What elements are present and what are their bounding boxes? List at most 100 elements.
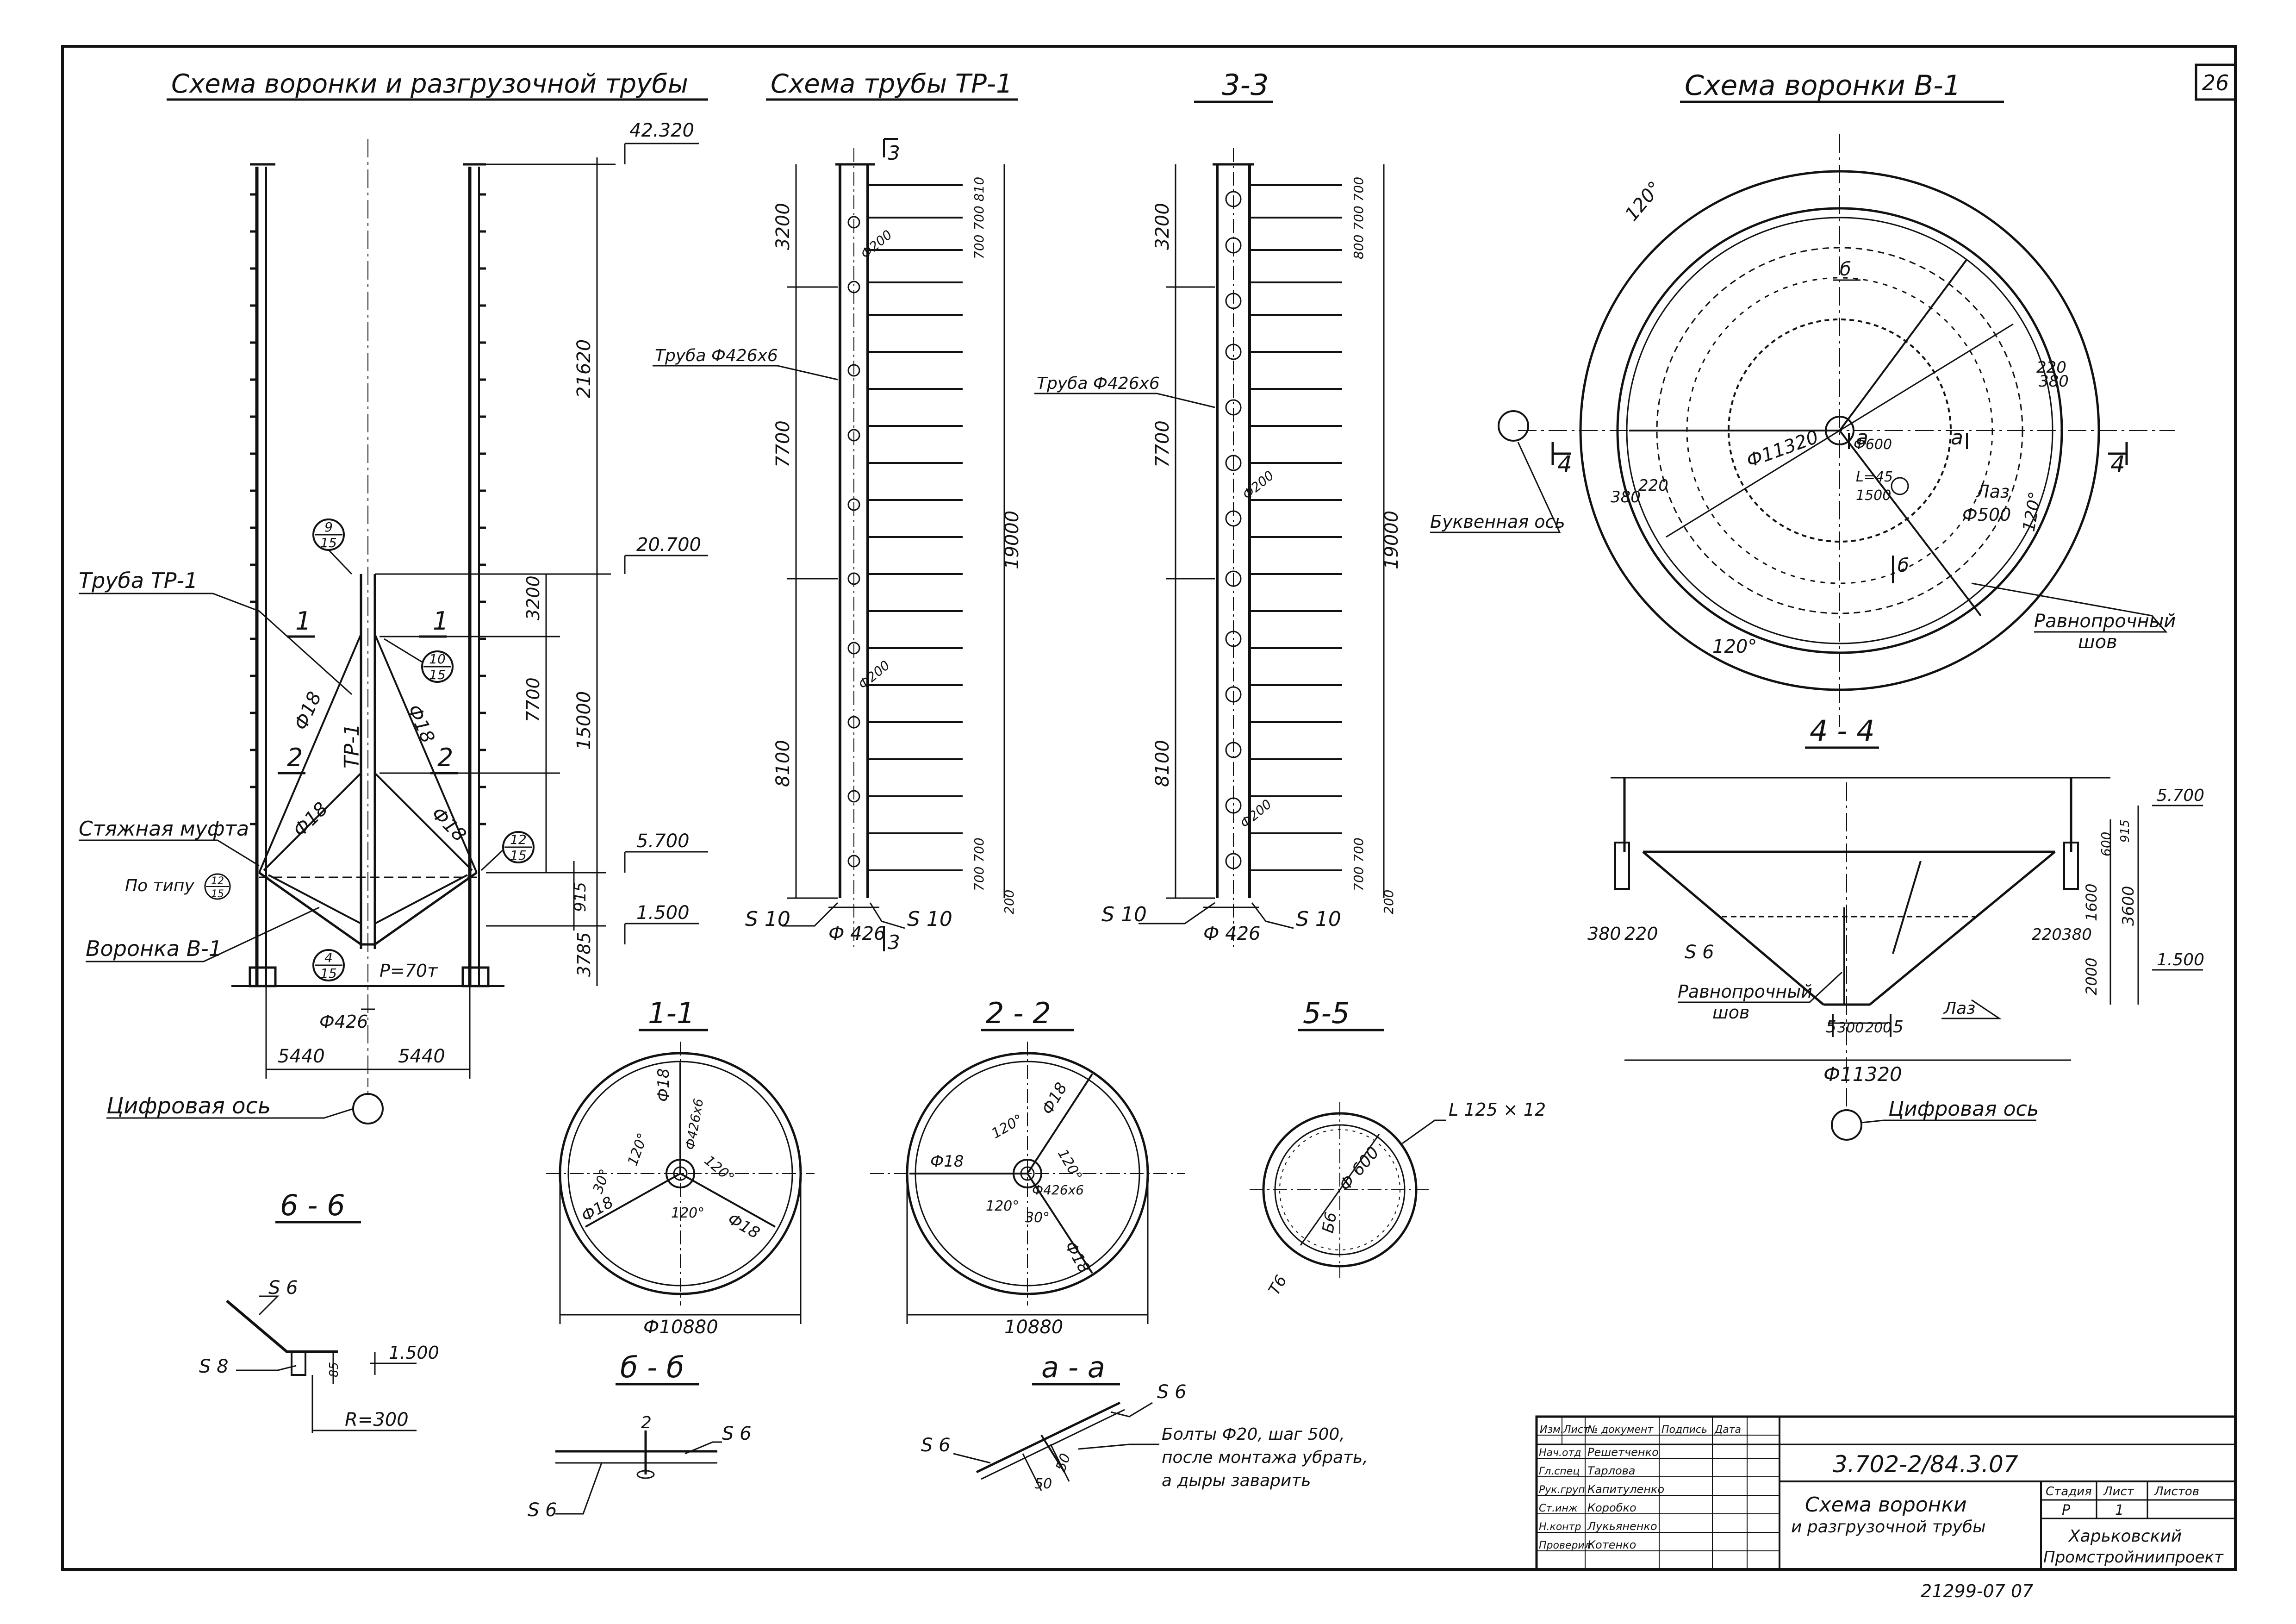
svg-text:S 6: S 6 <box>1685 942 1714 963</box>
tr1-dim-19000: 19000 <box>1002 511 1023 569</box>
svg-text:220: 220 <box>2032 925 2062 944</box>
elev-5700: 5.700 <box>636 831 690 852</box>
callout-10-15: 10 15 <box>384 638 454 683</box>
tr1-pipe-label: Труба Ф426х6 <box>655 346 778 365</box>
svg-text:10880: 10880 <box>1004 1317 1063 1338</box>
svg-text:700 700: 700 700 <box>971 837 987 891</box>
svg-text:Ф426х6: Ф426х6 <box>682 1097 706 1151</box>
svg-text:Ст.инж: Ст.инж <box>1539 1503 1578 1514</box>
svg-text:ТР-1: ТР-1 <box>340 724 364 768</box>
tr1-dim-spacing: 700 700 810 <box>971 177 987 259</box>
s33-s10-left: S 10 <box>1101 903 1147 926</box>
dim-7700: 7700 <box>523 677 543 722</box>
title-section-55: 5-5 <box>1303 996 1350 1030</box>
dim-5440-left: 5440 <box>278 1046 325 1067</box>
sheet-number: 26 <box>2202 70 2229 95</box>
pipe-dia: Ф426 <box>319 1012 368 1032</box>
svg-text:15: 15 <box>320 535 337 550</box>
label-pipe-tr1: Труба ТР-1 <box>79 568 198 593</box>
svg-text:30°: 30° <box>1025 1210 1050 1226</box>
main-view: 1 1 2 2 Ф18 Ф18 Ф18 Ф18 ТР-1 9 15 10 15 <box>79 120 708 1124</box>
section-66-view: 6 - 6 S 6 S 8 85 1.500 R=300 <box>199 1188 439 1433</box>
svg-text:R=300: R=300 <box>345 1409 409 1430</box>
svg-text:S 6: S 6 <box>1157 1381 1187 1403</box>
elev-1500: 1.500 <box>636 902 690 924</box>
title-section-66: 6 - 6 <box>280 1188 345 1222</box>
section-44-view: 4 - 4 1600 2000 3600 600 915 5.700 1.500… <box>1587 714 2204 1141</box>
svg-text:Лаз: Лаз <box>1975 481 2010 502</box>
svg-text:S 6: S 6 <box>921 1435 951 1456</box>
svg-text:Ф18: Ф18 <box>654 1068 673 1102</box>
svg-text:а: а <box>1856 426 1868 450</box>
callout-4-15: 4 15 <box>312 949 345 981</box>
svg-text:Т6: Т6 <box>1265 1272 1291 1299</box>
svg-text:шов: шов <box>2078 631 2117 653</box>
svg-text:1500: 1500 <box>1856 487 1891 504</box>
svg-text:Лукьяненко: Лукьяненко <box>1587 1520 1657 1533</box>
svg-text:5.700: 5.700 <box>2157 786 2204 805</box>
s33-dim-8100: 8100 <box>1152 740 1173 787</box>
svg-text:3: 3 <box>888 142 900 164</box>
svg-text:Ф600: Ф600 <box>1854 437 1892 453</box>
svg-text:Ф200: Ф200 <box>858 227 895 262</box>
svg-text:915: 915 <box>2118 819 2132 843</box>
section-bb-view: б - б 2 S 6 S 6 <box>528 1350 752 1521</box>
svg-text:S 6: S 6 <box>528 1499 557 1521</box>
label-funnel: Воронка В-1 <box>86 936 222 961</box>
svg-text:600: 600 <box>2098 832 2114 856</box>
svg-text:120°: 120° <box>1621 177 1666 225</box>
svg-text:Ф18: Ф18 <box>427 803 470 846</box>
svg-text:12: 12 <box>211 875 224 887</box>
svg-text:Ф18: Ф18 <box>1038 1080 1071 1118</box>
svg-text:Ф18: Ф18 <box>403 701 439 746</box>
funnel-v1-plan: 120° 120° 120° 220 380 380 220 Ф11320 Ф6… <box>1430 134 2176 727</box>
svg-text:15: 15 <box>211 888 224 900</box>
svg-text:S 6: S 6 <box>268 1277 298 1299</box>
svg-text:Рук.груп: Рук.груп <box>1539 1484 1585 1496</box>
label-coupling: Стяжная муфта <box>79 817 249 841</box>
title-section-11: 1-1 <box>648 996 695 1030</box>
svg-text:15: 15 <box>320 966 337 981</box>
sheet-frame <box>61 45 2237 1571</box>
svg-text:200: 200 <box>1002 890 1017 914</box>
cut-2-right: 2 <box>437 743 453 772</box>
svg-text:120°: 120° <box>625 1131 652 1168</box>
svg-text:Ф500: Ф500 <box>1962 505 2011 525</box>
svg-text:120°: 120° <box>701 1152 737 1186</box>
svg-text:1.500: 1.500 <box>2157 950 2204 969</box>
svg-text:15: 15 <box>429 667 446 682</box>
section-33-view: 3200 7700 8100 19000 800 700 700 700 700… <box>1034 148 1402 949</box>
svg-text:Ф18: Ф18 <box>290 688 326 733</box>
dim-3785: 3785 <box>574 932 594 977</box>
cut-2-left: 2 <box>287 743 303 772</box>
svg-text:№ документ: № документ <box>1587 1424 1654 1436</box>
svg-text:Ф200: Ф200 <box>1239 468 1277 502</box>
section-11-view: 1-1 Ф18 Ф18 Ф18 120° 120° 120° 30° Ф426х… <box>546 996 815 1338</box>
load-label: Р=70т <box>380 961 438 981</box>
svg-text:220: 220 <box>1624 924 1658 944</box>
tr1-dim-7700: 7700 <box>772 420 794 468</box>
svg-text:1.500: 1.500 <box>389 1343 439 1363</box>
s33-dia: Ф 426 <box>1203 923 1261 944</box>
svg-text:Ф11320: Ф11320 <box>1823 1063 1902 1086</box>
dim-5440-right: 5440 <box>398 1046 445 1067</box>
elev-top: 42.320 <box>629 120 694 141</box>
svg-text:Лаз: Лаз <box>1943 999 1975 1018</box>
title-block: Изм. Лист № документ Подпись Дата Нач.от… <box>1535 1415 2237 1571</box>
svg-text:1: 1 <box>2115 1502 2124 1518</box>
title-funnel-and-pipe: Схема воронки и разгрузочной трубы <box>171 69 688 99</box>
svg-text:Коробко: Коробко <box>1587 1501 1636 1514</box>
tr1-dia: Ф 426 <box>828 923 886 944</box>
svg-text:S 6: S 6 <box>722 1423 752 1444</box>
cut-1-left: 1 <box>295 606 311 636</box>
svg-text:Нач.отд: Нач.отд <box>1539 1447 1581 1459</box>
letter-axis-marker <box>1498 410 1529 442</box>
doc-title-1: Схема воронки <box>1805 1493 1967 1517</box>
footer-code: 21299-07 07 <box>1921 1581 2033 1601</box>
title-funnel-v1: Схема воронки В-1 <box>1685 69 1961 102</box>
svg-text:Тарлова: Тарлова <box>1587 1464 1635 1477</box>
label-digit-axis: Цифровая ось <box>106 1093 271 1119</box>
svg-text:Листов: Листов <box>2154 1485 2199 1499</box>
title-section-bb: б - б <box>620 1350 684 1384</box>
svg-text:L=45: L=45 <box>1856 469 1893 485</box>
